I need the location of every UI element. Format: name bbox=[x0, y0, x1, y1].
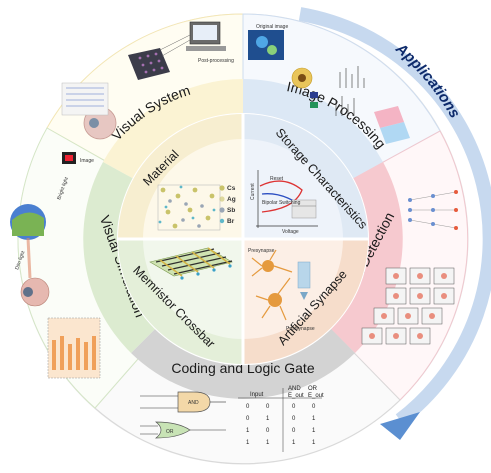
table-sub-and: E_out bbox=[288, 393, 304, 399]
table-header-and: AND bbox=[288, 386, 301, 392]
visual-system-post-processing: Post-processing bbox=[198, 58, 234, 64]
logic-truth-table: Input AND OR E_out E_out 0 0 0 0 0 1 0 1… bbox=[238, 386, 324, 452]
visual-system-image-label: Image bbox=[80, 158, 94, 164]
svg-text:1: 1 bbox=[312, 428, 316, 434]
image-processing-illustration: Original image bbox=[248, 24, 410, 144]
svg-text:Ag: Ag bbox=[227, 196, 236, 203]
motion-detection-illustration bbox=[361, 190, 458, 345]
applications-arrow bbox=[298, 7, 491, 426]
svg-text:OR: OR bbox=[166, 429, 174, 435]
material-crystal-illustration: Cs Ag Sb Br bbox=[157, 184, 236, 231]
table-header-or: OR bbox=[308, 386, 318, 392]
visual-system-illustration: Post-processing Image bbox=[61, 21, 234, 164]
svg-text:1: 1 bbox=[312, 416, 316, 422]
material-legend: Cs Ag Sb Br bbox=[219, 185, 236, 225]
storage-iv-plot: Reset Bipolar Switching Voltage Current bbox=[250, 170, 318, 235]
svg-text:0: 0 bbox=[266, 404, 270, 410]
table-sub-or: E_out bbox=[308, 393, 324, 399]
inner-band-synapse bbox=[243, 239, 368, 364]
label-coding-logic: Coding and Logic Gate bbox=[171, 360, 314, 376]
svg-text:0: 0 bbox=[266, 428, 270, 434]
inner-band-material bbox=[118, 114, 243, 239]
table-header-input: Input bbox=[250, 392, 264, 398]
svg-text:0: 0 bbox=[292, 416, 296, 422]
table-row: 1 0 0 1 bbox=[246, 428, 316, 434]
band-visual-system bbox=[103, 79, 243, 179]
band-coding-logic bbox=[131, 329, 355, 399]
svg-text:0: 0 bbox=[292, 404, 296, 410]
storage-annotation-reset: Reset bbox=[270, 176, 284, 182]
synapse-pre-label: Presynapse bbox=[248, 248, 275, 254]
synapse-post-label: Postsynapse bbox=[286, 326, 315, 332]
svg-text:1: 1 bbox=[246, 428, 250, 434]
svg-text:1: 1 bbox=[246, 440, 250, 446]
svg-text:AND: AND bbox=[188, 400, 199, 406]
svg-text:1: 1 bbox=[266, 416, 270, 422]
band-image-processing bbox=[243, 79, 383, 179]
logic-gate-illustration: AND OR bbox=[140, 391, 226, 439]
svg-text:1: 1 bbox=[312, 440, 316, 446]
storage-ylabel: Current bbox=[250, 183, 256, 200]
storage-annotation-bipolar: Bipolar Switching bbox=[262, 200, 301, 206]
svg-text:0: 0 bbox=[312, 404, 316, 410]
svg-text:Cs: Cs bbox=[227, 185, 236, 192]
svg-text:1: 1 bbox=[292, 440, 296, 446]
inner-band-memristor bbox=[118, 239, 243, 364]
synapse-neurons: Presynapse Postsynapse bbox=[248, 248, 315, 332]
inner-band-storage bbox=[243, 114, 368, 239]
svg-text:1: 1 bbox=[266, 440, 270, 446]
svg-text:0: 0 bbox=[246, 416, 250, 422]
svg-text:Sb: Sb bbox=[227, 207, 235, 214]
image-processing-original: Original image bbox=[256, 24, 288, 30]
memristor-crossbar bbox=[149, 247, 233, 280]
applications-arrow-edge bbox=[380, 412, 420, 440]
storage-xlabel: Voltage bbox=[282, 229, 299, 235]
svg-text:0: 0 bbox=[292, 428, 296, 434]
table-row: 1 1 1 1 bbox=[246, 440, 316, 446]
svg-text:Br: Br bbox=[227, 218, 235, 225]
table-row: 0 1 0 1 bbox=[246, 416, 316, 422]
visual-simulation-illustration: Bright light Dim light bbox=[10, 176, 101, 379]
table-row: 0 0 0 0 bbox=[246, 404, 316, 410]
svg-text:0: 0 bbox=[246, 404, 250, 410]
